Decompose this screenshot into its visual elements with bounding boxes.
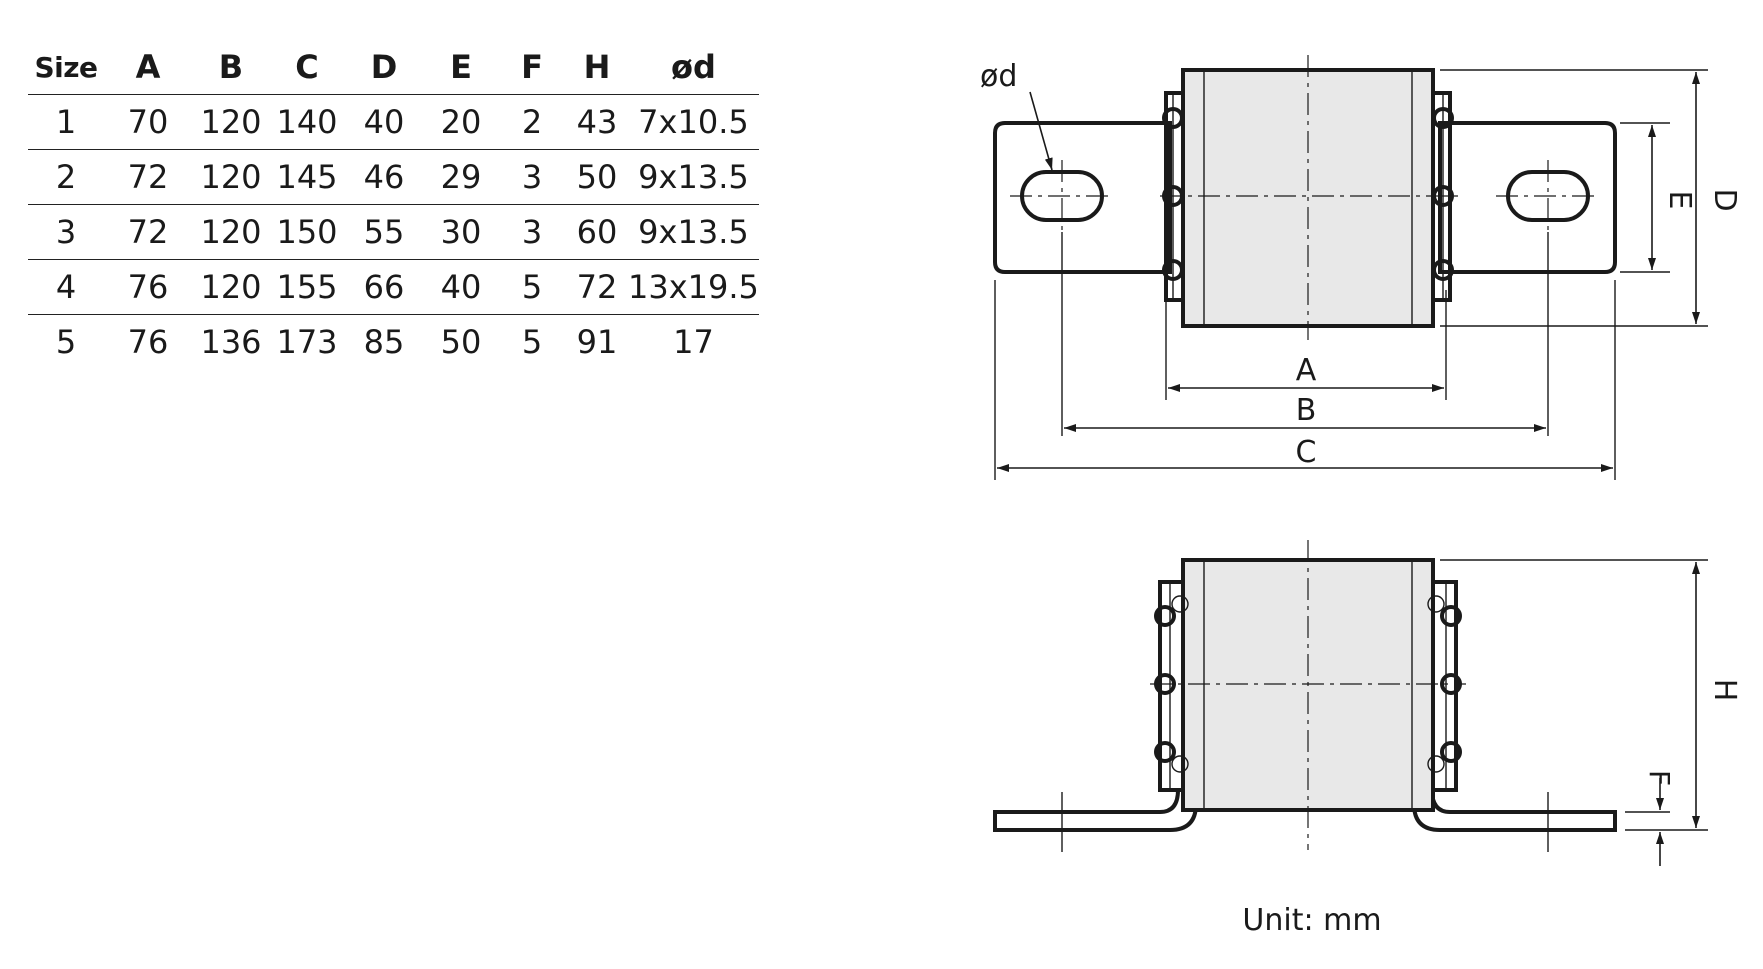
table-cell: 3 [28,204,104,260]
dimension-c-label: C [1296,435,1317,470]
table-cell: 30 [424,204,498,260]
table-cell: 9x13.5 [628,149,759,205]
table-cell: 76 [127,323,169,361]
dimension-h: H [1440,559,1742,831]
table-cell: 2 [28,149,104,205]
table-row: 2 72 120 145 46 29 3 50 9x13.5 [28,149,759,205]
table-cell: 85 [363,323,405,361]
table-cell: 17 [673,323,714,361]
table-cell: 70 [104,94,192,150]
table-cell: 136 [200,323,262,361]
right-blade-tag [1438,121,1617,274]
table-cell: 2 [498,94,566,150]
table-row: 1 70 120 140 40 20 2 43 7x10.5 [28,94,759,150]
table-cell: 4 [28,259,104,315]
table-cell: 72 [104,204,192,260]
unit-note: Unit: mm [1242,903,1381,938]
table-cell: 120 [192,204,270,260]
table-cell: 1 [28,94,104,150]
table-cell: 40 [424,259,498,315]
table-cell: 43 [566,94,628,150]
table-cell: 72 [566,259,628,315]
dimension-d-label: D [1707,188,1742,211]
table-row: 4 76 120 155 66 40 5 72 13x19.5 [28,259,759,315]
header-size: Size [28,40,104,95]
table-cell: 3 [498,204,566,260]
dimension-a: A [1165,290,1447,400]
table-cell: 173 [276,323,338,361]
hole-diameter-label: ød [980,59,1017,94]
table-cell: 140 [270,94,344,150]
table-cell: 66 [344,259,424,315]
dimension-a-label: A [1296,353,1317,388]
table-cell: 55 [344,204,424,260]
table-cell: 91 [576,323,618,361]
table-cell: 7x10.5 [628,94,759,150]
table-row: 3 72 120 150 55 30 3 60 9x13.5 [28,204,759,260]
left-foot-tag [993,788,1198,832]
table-cell: 120 [192,94,270,150]
table-cell: 150 [270,204,344,260]
table-row: 5 76 136 173 85 50 5 91 17 [28,315,759,370]
table-cell: 3 [498,149,566,205]
header-a: A [104,40,192,95]
table-cell: 50 [440,323,482,361]
header-f: F [498,40,566,95]
table-cell: 50 [566,149,628,205]
table-cell: 76 [104,259,192,315]
table-cell: 72 [104,149,192,205]
table-cell: 13x19.5 [628,259,759,315]
table-cell: 5 [498,259,566,315]
table-cell: 46 [344,149,424,205]
header-b: B [192,40,270,95]
dimension-d: D [1440,69,1742,327]
table-cell: 120 [192,259,270,315]
table-cell: 60 [566,204,628,260]
dimension-b: B [1061,232,1549,436]
header-e: E [424,40,498,95]
dimension-b-label: B [1296,393,1317,428]
table-cell: 29 [424,149,498,205]
dimensions-table: Size A B C D E F H ød 1 70 120 140 40 20… [28,40,759,369]
table-cell: 145 [270,149,344,205]
dimension-c: C [994,280,1616,480]
table-cell: 155 [270,259,344,315]
dimension-f-label: F [1643,770,1676,786]
dimension-f: F [1625,770,1676,866]
table-cell: 9x13.5 [628,204,759,260]
table-cell: 40 [344,94,424,150]
left-blade-tag [993,121,1172,274]
table-cell: 5 [521,323,543,361]
table-header-row: Size A B C D E F H ød [28,40,759,95]
header-d: D [344,40,424,95]
header-h: H [566,40,628,95]
top-view [993,55,1617,340]
dimension-h-label: H [1707,679,1742,702]
table-cell: 20 [424,94,498,150]
header-hole-diameter: ød [628,40,759,95]
header-c: C [270,40,344,95]
right-foot-tag [1412,788,1617,832]
dimension-e: E [1620,122,1697,273]
side-view-screws [1154,595,1462,773]
dimension-e-label: E [1662,191,1697,210]
table-cell: 120 [192,149,270,205]
table-cell: 5 [55,323,77,361]
side-view [993,540,1617,852]
